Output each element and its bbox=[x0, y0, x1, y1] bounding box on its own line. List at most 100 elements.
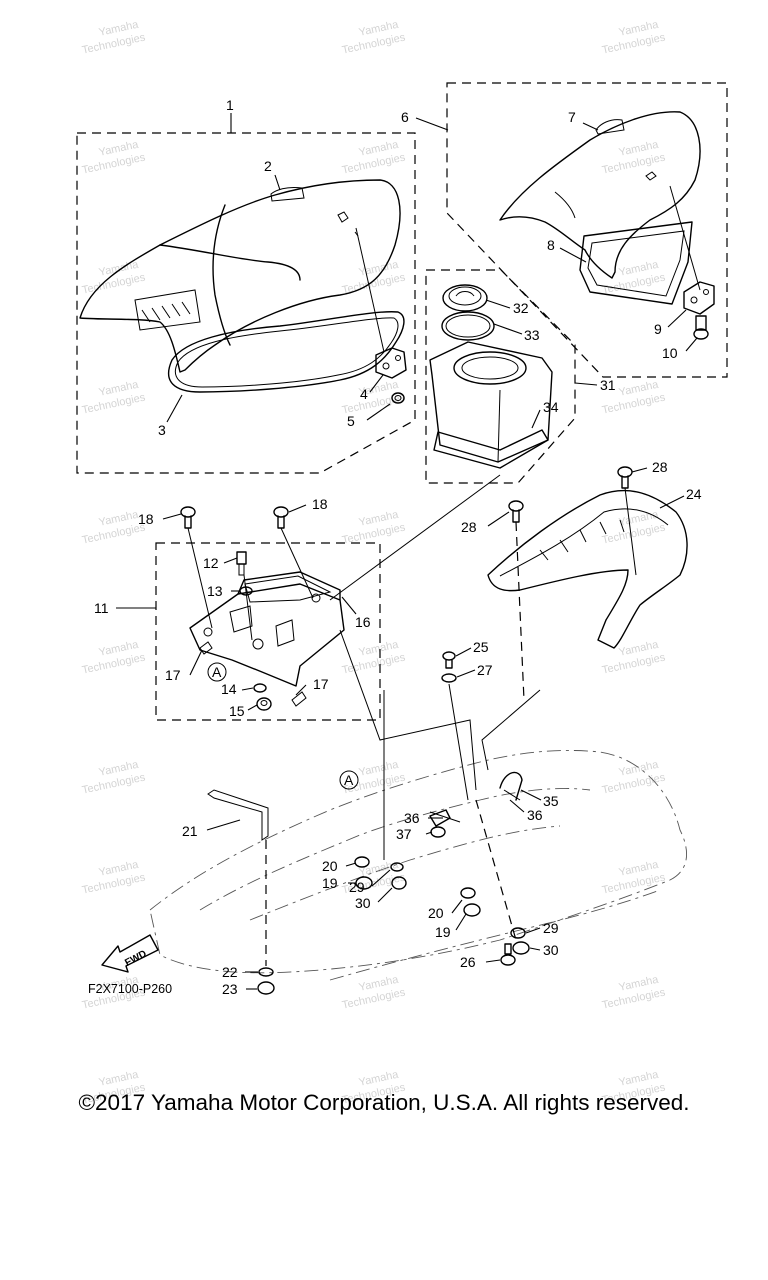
callout-16: 16 bbox=[355, 614, 371, 630]
lead-bolt18-left bbox=[187, 527, 213, 629]
callout-8: 8 bbox=[547, 237, 555, 253]
reference-mark-label: A bbox=[344, 772, 354, 788]
fwd-arrow-label: FWD bbox=[123, 948, 148, 968]
callout-25: 25 bbox=[473, 639, 489, 655]
bolt-25 bbox=[442, 651, 456, 669]
clamp-36-37 bbox=[429, 809, 451, 838]
seat-hook-bracket-9 bbox=[683, 281, 715, 315]
callout-6: 6 bbox=[401, 109, 409, 125]
hull-outline bbox=[149, 750, 687, 981]
callout-14: 14 bbox=[221, 681, 237, 697]
callout-28a: 28 bbox=[461, 519, 477, 535]
callout-18a: 18 bbox=[138, 511, 154, 527]
callout-29b: 29 bbox=[543, 920, 559, 936]
callout-29a: 29 bbox=[349, 879, 365, 895]
hardware-29-30-right bbox=[510, 927, 530, 955]
callout-34: 34 bbox=[543, 399, 559, 415]
group-box-seat-lock bbox=[155, 542, 381, 721]
nut-5 bbox=[391, 392, 405, 404]
callout-18b: 18 bbox=[312, 496, 328, 512]
fwd-arrow: FWD bbox=[101, 934, 159, 973]
hardware-29-30-center bbox=[390, 862, 407, 890]
callout-10: 10 bbox=[662, 345, 678, 361]
hook-35 bbox=[499, 771, 523, 801]
reference-mark-a-lock: A bbox=[207, 662, 227, 682]
group-box-storage bbox=[425, 269, 576, 484]
callout-30b: 30 bbox=[543, 942, 559, 958]
cap-32 bbox=[442, 284, 488, 312]
bolt-18-right bbox=[273, 506, 289, 529]
callout-3: 3 bbox=[158, 422, 166, 438]
callout-26: 26 bbox=[460, 954, 476, 970]
rear-seat-gasket-part bbox=[579, 221, 693, 305]
leader-lines bbox=[116, 113, 698, 990]
callout-36b: 36 bbox=[527, 807, 543, 823]
callout-27: 27 bbox=[477, 662, 493, 678]
seat-pin-line-2 bbox=[669, 185, 701, 291]
storage-box-34 bbox=[429, 341, 553, 463]
callout-32: 32 bbox=[513, 300, 529, 316]
lead-bolt18-right bbox=[280, 527, 314, 599]
hardware-19-20-right bbox=[460, 887, 481, 917]
callout-20a: 20 bbox=[322, 858, 338, 874]
rear-seat-part bbox=[499, 111, 701, 279]
tape-17 bbox=[199, 641, 307, 707]
callout-15: 15 bbox=[229, 703, 245, 719]
callout-21: 21 bbox=[182, 823, 198, 839]
washer-nut-22-23 bbox=[257, 967, 275, 995]
group-box-front-seat bbox=[76, 132, 416, 474]
lead-hardware-right bbox=[475, 799, 517, 941]
connector-storage-to-lock bbox=[329, 474, 501, 601]
reference-mark-a-hull: A bbox=[339, 770, 359, 790]
callout-7: 7 bbox=[568, 109, 576, 125]
gasket-34 bbox=[433, 429, 549, 469]
copyright-notice: ©2017 Yamaha Motor Corporation, U.S.A. A… bbox=[78, 1090, 690, 1115]
figure-code: F2X7100-P260 bbox=[88, 982, 172, 996]
callout-17a: 17 bbox=[165, 667, 181, 683]
callout-30a: 30 bbox=[355, 895, 371, 911]
callout-37: 37 bbox=[396, 826, 412, 842]
connector-handle-to-hull bbox=[481, 689, 541, 771]
callout-13: 13 bbox=[207, 583, 223, 599]
front-seat-gasket-part bbox=[167, 311, 405, 393]
callout-5: 5 bbox=[347, 413, 355, 429]
seat-hook-bracket-4 bbox=[375, 347, 407, 379]
lead-bolt28-right bbox=[624, 487, 637, 576]
reference-mark-label: A bbox=[212, 664, 222, 680]
connector-lock-to-hull bbox=[339, 629, 477, 791]
callout-17b: 17 bbox=[313, 676, 329, 692]
callout-35: 35 bbox=[543, 793, 559, 809]
bolt-12 bbox=[236, 551, 247, 576]
callout-1: 1 bbox=[226, 97, 234, 113]
callout-36a: 36 bbox=[404, 810, 420, 826]
callout-24: 24 bbox=[686, 486, 702, 502]
callout-19a: 19 bbox=[322, 875, 338, 891]
washer-27 bbox=[441, 673, 457, 683]
callout-33: 33 bbox=[524, 327, 540, 343]
callout-31: 31 bbox=[600, 377, 616, 393]
lead-bolt12 bbox=[243, 574, 253, 641]
seat-lock-bracket-part bbox=[189, 571, 345, 687]
callout-23: 23 bbox=[222, 981, 238, 997]
bolt-26 bbox=[500, 943, 516, 966]
callout-28b: 28 bbox=[652, 459, 668, 475]
seat-pin-line-1 bbox=[355, 227, 385, 353]
callout-22: 22 bbox=[222, 964, 238, 980]
bolt-28-left bbox=[508, 500, 524, 523]
callout-20b: 20 bbox=[428, 905, 444, 921]
callout-labels: 1 2 3 4 5 6 7 8 9 10 11 12 13 14 15 16 1… bbox=[94, 97, 702, 997]
callout-11: 11 bbox=[94, 600, 109, 616]
bolt-10 bbox=[693, 315, 709, 340]
callout-12: 12 bbox=[203, 555, 219, 571]
callout-4: 4 bbox=[360, 386, 368, 402]
washer-14 bbox=[253, 683, 267, 693]
lead-bolt25 bbox=[448, 683, 469, 801]
grab-handle-24 bbox=[487, 489, 688, 649]
callout-9: 9 bbox=[654, 321, 662, 337]
nut-15 bbox=[256, 697, 272, 711]
o-ring-33 bbox=[441, 311, 495, 341]
group-box-rear-seat bbox=[446, 82, 728, 378]
callout-19b: 19 bbox=[435, 924, 451, 940]
